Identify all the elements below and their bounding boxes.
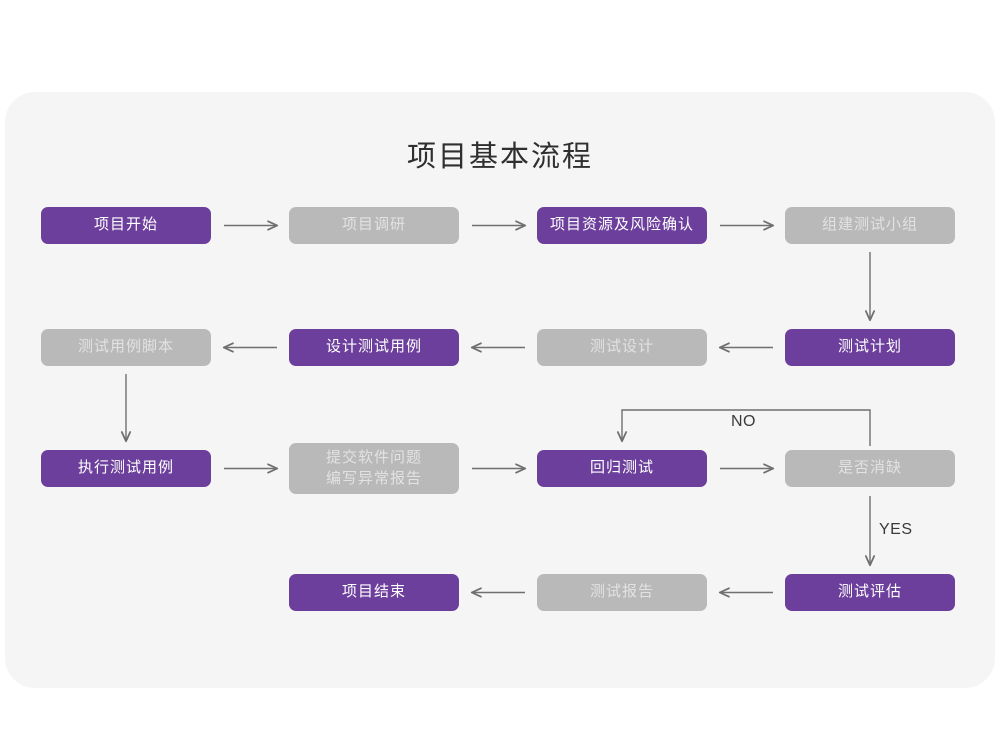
edge-label-no: NO: [731, 413, 756, 430]
node-execute-test-cases[interactable]: 执行测试用例: [41, 450, 211, 487]
node-project-end[interactable]: 项目结束: [289, 574, 459, 611]
node-defects-cleared-decision[interactable]: 是否消缺: [785, 450, 955, 487]
page-title: 项目基本流程: [406, 141, 593, 173]
node-project-start[interactable]: 项目开始: [41, 207, 211, 244]
node-regression-test[interactable]: 回归测试: [537, 450, 707, 487]
node-project-research[interactable]: 项目调研: [289, 207, 459, 244]
node-test-case-script[interactable]: 测试用例脚本: [41, 329, 211, 366]
node-test-design[interactable]: 测试设计: [537, 329, 707, 366]
node-form-test-team[interactable]: 组建测试小组: [785, 207, 955, 244]
edge-label-yes: YES: [879, 521, 913, 538]
node-resource-risk-confirm[interactable]: 项目资源及风险确认: [537, 207, 707, 244]
node-design-test-cases[interactable]: 设计测试用例: [289, 329, 459, 366]
node-test-report[interactable]: 测试报告: [537, 574, 707, 611]
node-test-plan[interactable]: 测试计划: [785, 329, 955, 366]
node-submit-issues-write-report[interactable]: 提交软件问题 编写异常报告: [289, 443, 459, 494]
node-test-evaluation[interactable]: 测试评估: [785, 574, 955, 611]
